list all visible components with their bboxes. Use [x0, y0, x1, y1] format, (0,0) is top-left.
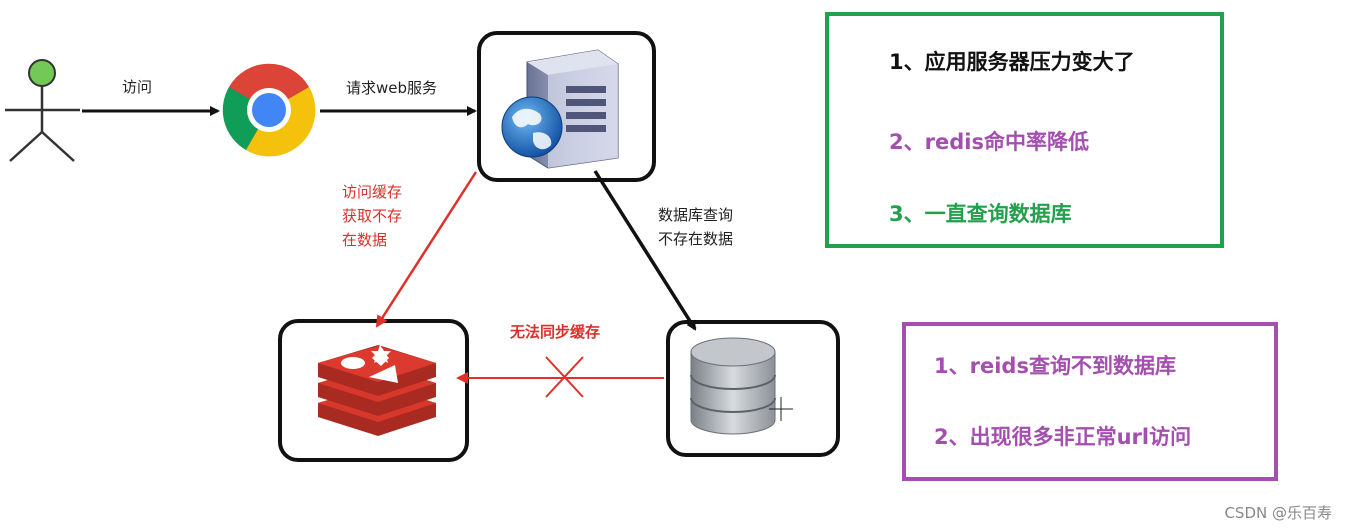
cursor-crosshair-icon: [769, 397, 793, 421]
edge-label-db-query-line: 不存在数据: [658, 230, 734, 248]
edge-label-request-web: 请求web服务: [346, 79, 438, 97]
cause-item: 1、reids查询不到数据库: [934, 354, 1176, 378]
edge-label-db-query: 数据库查询 不存在数据: [658, 203, 733, 251]
edge-label-cache-miss-line: 获取不存: [342, 207, 403, 225]
edge-label-sync-fail: 无法同步缓存: [510, 323, 601, 341]
consequence-item: 3、一直查询数据库: [889, 202, 1072, 226]
edge-label-cache-miss-line: 访问缓存: [342, 183, 403, 201]
user-icon: [5, 59, 80, 162]
redis-icon: [318, 345, 436, 436]
cause-box: 1、reids查询不到数据库 2、出现很多非正常url访问: [902, 322, 1278, 481]
consequence-item: 1、应用服务器压力变大了: [889, 50, 1135, 74]
chrome-icon: [222, 63, 316, 157]
edge-label-cache-miss-line: 在数据: [342, 231, 388, 249]
arrow-server-to-database: [593, 170, 697, 331]
server-icon: [501, 49, 619, 169]
edge-label-visit: 访问: [122, 78, 153, 96]
edge-label-db-query-line: 数据库查询: [658, 206, 734, 224]
watermark: CSDN @乐百寿: [1224, 504, 1332, 522]
edge-label-cache-miss: 访问缓存 获取不存 在数据: [342, 180, 402, 252]
consequence-item: 2、redis命中率降低: [889, 130, 1089, 154]
blocked-cross-icon: [545, 356, 584, 398]
database-icon: [690, 337, 776, 435]
consequence-box: 1、应用服务器压力变大了 2、redis命中率降低 3、一直查询数据库: [825, 12, 1224, 248]
cause-item: 2、出现很多非正常url访问: [934, 425, 1192, 449]
arrow-server-to-redis: [375, 171, 478, 328]
